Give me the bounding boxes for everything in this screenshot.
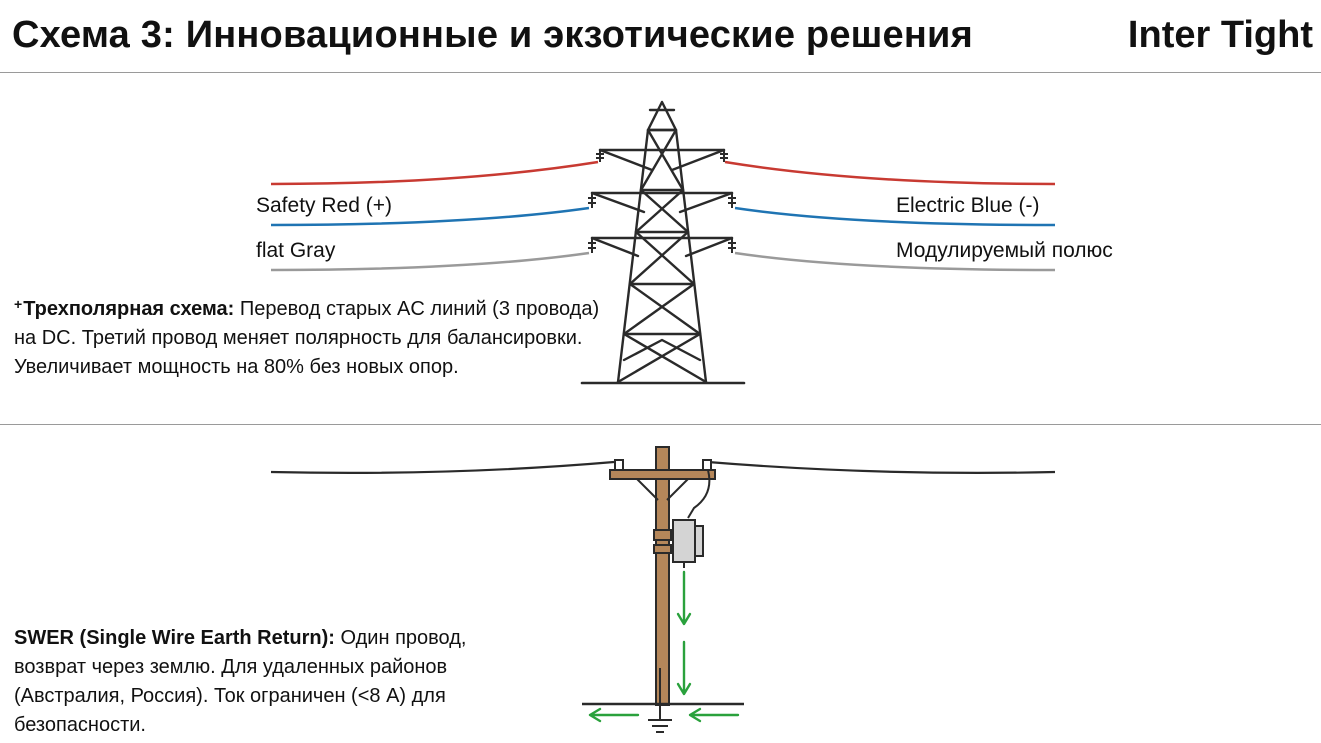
tripolar-heading: Трехполярная схема: <box>23 298 235 320</box>
wooden-pole <box>609 446 716 706</box>
swer-wire-left <box>270 460 615 474</box>
font-tag: Inter Tight <box>1127 14 1313 56</box>
label-safety-red: Safety Red (+) <box>256 194 392 217</box>
swer-text: Один провод, возврат через землю. Для уд… <box>14 627 467 736</box>
note-mark: + <box>14 296 23 312</box>
label-flat-gray: flat Gray <box>256 239 336 262</box>
transmission-tower <box>580 100 746 385</box>
tripolar-description: +Трехполярная схема: Перевод старых AC л… <box>14 290 604 382</box>
red-wire-left <box>270 160 599 186</box>
section-divider <box>0 424 1321 425</box>
insulators <box>588 150 736 253</box>
swer-description: SWER (Single Wire Earth Return): Один пр… <box>14 624 514 740</box>
gray-wire-left <box>270 251 590 272</box>
blue-wire-left <box>270 206 590 227</box>
swer-heading: SWER (Single Wire Earth Return): <box>14 627 335 649</box>
label-modulated-pole: Модулируемый полюс <box>896 239 1113 262</box>
blue-wire-right <box>734 206 1056 227</box>
header: Схема 3: Инновационные и экзотические ре… <box>0 0 1321 73</box>
label-electric-blue: Electric Blue (-) <box>896 194 1040 217</box>
gray-wire-right <box>734 251 1056 272</box>
red-wire-right <box>724 160 1056 186</box>
ground-earth-symbol <box>582 668 744 733</box>
page-title: Схема 3: Инновационные и экзотические ре… <box>12 14 973 56</box>
earth-return-arrows <box>588 570 740 723</box>
swer-wire-right <box>707 460 1056 474</box>
tripolar-text: Перевод старых AC линий (3 провода) на D… <box>14 298 600 378</box>
transformer <box>672 469 711 568</box>
